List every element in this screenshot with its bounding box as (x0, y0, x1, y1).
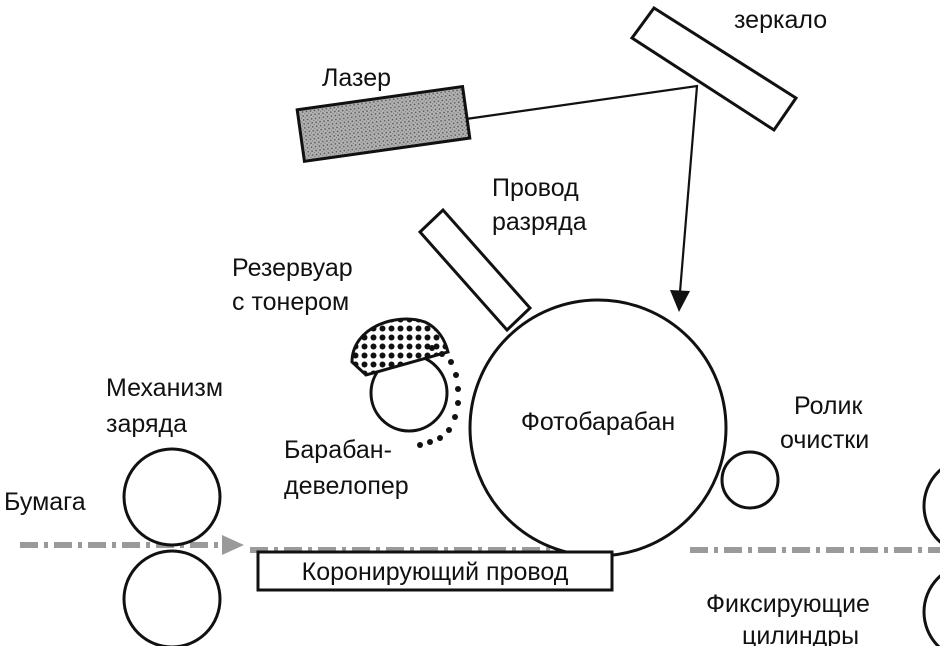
discharge-wire (417, 207, 533, 333)
mirror (629, 5, 799, 133)
charge-roller-bottom (122, 549, 222, 646)
label-charge-mechanism-line2: заряда (106, 410, 187, 438)
label-paper: Бумага (4, 488, 86, 516)
label-discharge-wire-line1: Провод (492, 174, 579, 202)
label-mirror: зеркало (734, 6, 827, 34)
label-toner-tank-line1: Резервуар (232, 254, 353, 282)
label-corona-wire: Коронирующий провод (302, 558, 569, 586)
label-developer-drum-line1: Барабан- (284, 436, 392, 464)
corona-wire-box (256, 550, 614, 592)
paper-path (20, 535, 940, 555)
toner-particles (417, 345, 461, 448)
label-cleaning-roller-line2: очистки (780, 426, 869, 454)
fuser-cylinder-top (922, 468, 940, 544)
paper-path-arrow-icon (222, 535, 244, 555)
label-charge-mechanism-line1: Механизм (106, 374, 223, 402)
cleaning-roller (720, 450, 780, 510)
fuser-cylinders (922, 468, 940, 646)
laser-beam-arrow-icon (670, 290, 690, 312)
label-laser: Лазер (322, 64, 391, 92)
label-discharge-wire-line2: разряда (492, 208, 587, 236)
label-fuser-line2: цилиндры (742, 622, 859, 646)
fuser-cylinder-bottom (922, 574, 940, 646)
label-developer-drum-line2: девелопер (284, 472, 409, 500)
laser-unit (295, 84, 472, 163)
label-toner-tank-line2: с тонером (232, 288, 349, 316)
label-fuser-line1: Фиксирующие (706, 590, 870, 618)
label-cleaning-roller-line1: Ролик (794, 392, 863, 420)
laser-beam (465, 84, 699, 293)
toner-tank (350, 317, 450, 377)
label-photo-drum: Фотобарабан (521, 408, 675, 436)
charge-roller-top (122, 447, 222, 547)
